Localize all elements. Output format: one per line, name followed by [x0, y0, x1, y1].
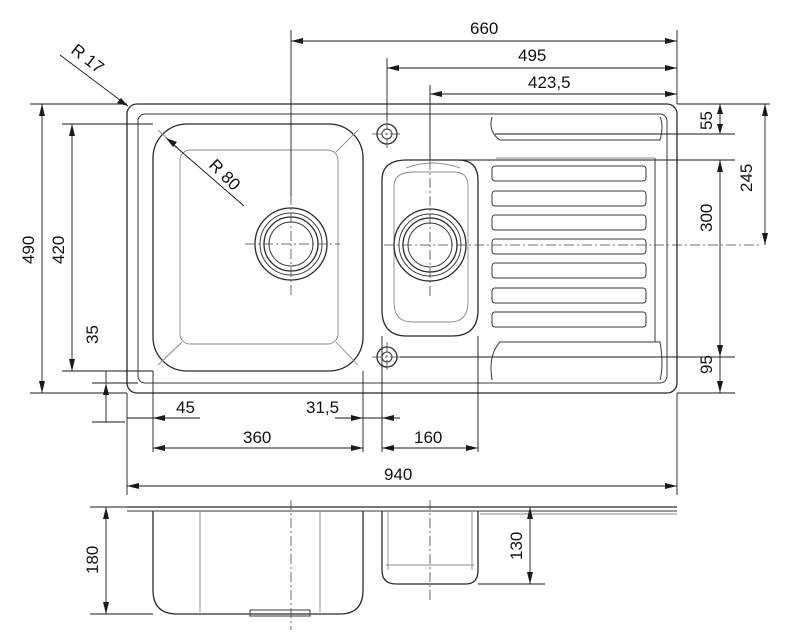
- dim-490-label: 490: [19, 236, 38, 264]
- dim-r17-label: R 17: [68, 40, 108, 77]
- sink-side-view: [90, 500, 677, 630]
- dim-423-5-label: 423,5: [528, 73, 571, 92]
- dim-130-label: 130: [507, 532, 526, 560]
- dim-31-5-label: 31,5: [306, 398, 339, 417]
- sink-outer-frame: [126, 103, 678, 394]
- dim-940-label: 940: [384, 465, 412, 484]
- prep-bowl: [381, 159, 479, 337]
- dim-360-label: 360: [243, 428, 271, 447]
- dim-420-label: 420: [49, 236, 68, 264]
- dim-r80-label: R 80: [205, 155, 244, 194]
- dim-160-label: 160: [414, 428, 442, 447]
- dim-95-label: 95: [697, 355, 716, 374]
- dim-180-label: 180: [83, 546, 102, 574]
- dim-245-label: 245: [737, 164, 756, 192]
- dim-660-label: 660: [470, 19, 498, 38]
- main-bowl: [152, 123, 364, 372]
- dim-45-label: 45: [176, 398, 195, 417]
- dimension-lines: [30, 30, 770, 495]
- dim-495-label: 495: [518, 46, 546, 65]
- dim-35-label: 35: [83, 325, 102, 344]
- dim-300-label: 300: [697, 204, 716, 232]
- dim-55-label: 55: [697, 111, 716, 130]
- dimension-labels: 660 495 423,5 R 17 R 80 55 245 300 95 49…: [19, 19, 756, 574]
- drainer-board: [490, 116, 663, 381]
- sink-top-view: [126, 103, 760, 394]
- sink-inner-deck: [137, 113, 668, 384]
- drainer-ribs: [491, 165, 647, 328]
